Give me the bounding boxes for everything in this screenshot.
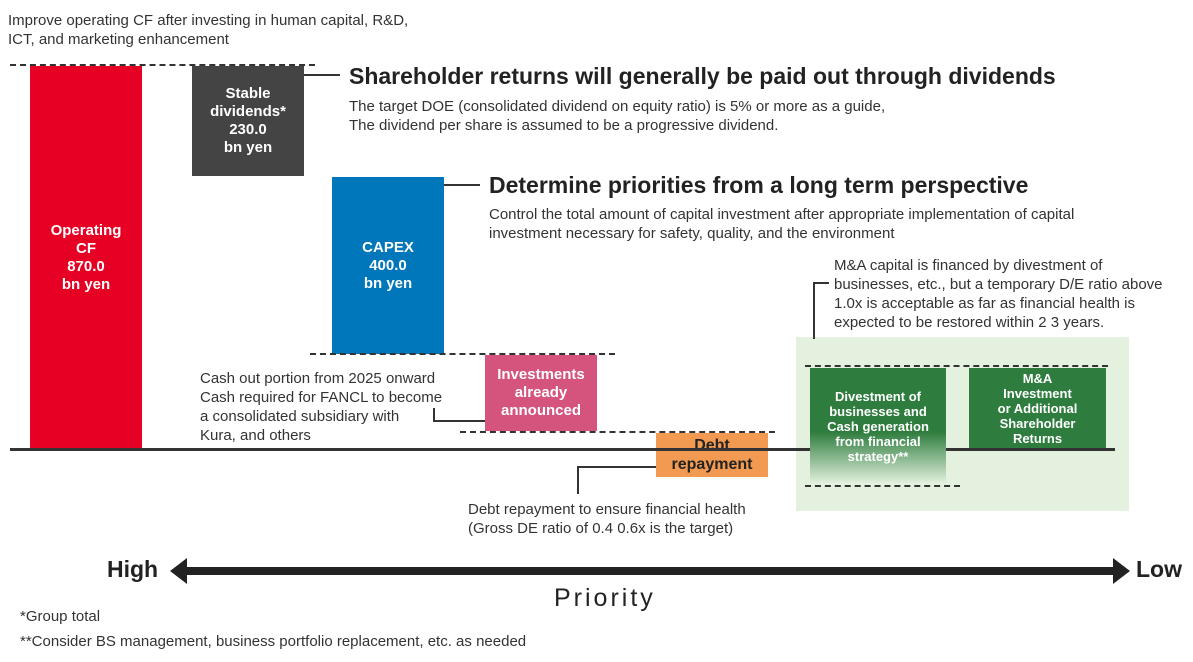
debt-repayment-block: Debt repayment xyxy=(656,433,768,477)
top-dashed-line xyxy=(10,64,315,66)
dividends-connector xyxy=(304,74,340,76)
footnote-group-total: *Group total xyxy=(20,608,101,625)
debt-connector-h xyxy=(577,466,656,468)
debt-connector-v xyxy=(577,466,579,494)
ma-dashed-top xyxy=(805,365,1108,367)
ma-investment-block: M&A Investment or Additional Shareholder… xyxy=(969,368,1106,448)
ma-note: M&A capital is financed by divestment of… xyxy=(834,257,1163,331)
capex-dashed-line xyxy=(310,353,615,355)
cash-out-connector-v xyxy=(433,408,435,422)
capex-text: Control the total amount of capital inve… xyxy=(489,206,1075,242)
capex-heading: Determine priorities from a long term pe… xyxy=(489,172,1029,198)
stable-dividends-block: Stable dividends* 230.0 bn yen xyxy=(192,66,304,176)
investments-block: Investments already announced xyxy=(485,355,597,431)
priority-label: Priority xyxy=(554,584,656,612)
baseline xyxy=(10,448,1115,451)
priority-arrow-icon xyxy=(170,558,1130,584)
divestment-block: Divestment of businesses and Cash genera… xyxy=(810,368,946,484)
priority-high-label: High xyxy=(107,556,159,582)
investments-dashed-line xyxy=(460,431,775,433)
top-note: Improve operating CF after investing in … xyxy=(8,12,409,48)
footnote-bs-management: **Consider BS management, business portf… xyxy=(20,633,527,650)
capex-block: CAPEX 400.0 bn yen xyxy=(332,177,444,354)
dividends-text: The target DOE (consolidated dividend on… xyxy=(349,98,886,134)
dividends-heading: Shareholder returns will generally be pa… xyxy=(349,63,1056,89)
ma-dashed-bottom xyxy=(805,485,960,487)
priority-low-label: Low xyxy=(1136,556,1182,582)
ma-connector-v xyxy=(813,282,815,339)
capex-connector xyxy=(444,184,480,186)
cash-out-connector-h xyxy=(433,420,485,422)
operating-cf-block: Operating CF 870.0 bn yen xyxy=(30,66,142,449)
ma-connector-h xyxy=(813,282,829,284)
debt-note: Debt repayment to ensure financial healt… xyxy=(468,501,746,537)
cash-out-note: Cash out portion from 2025 onward Cash r… xyxy=(200,370,443,444)
